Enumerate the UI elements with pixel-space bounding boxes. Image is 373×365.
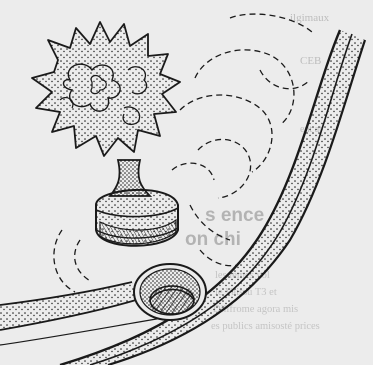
receptor-base	[96, 190, 178, 246]
spiky-cell	[32, 22, 180, 156]
docked-vesicle	[134, 264, 206, 320]
